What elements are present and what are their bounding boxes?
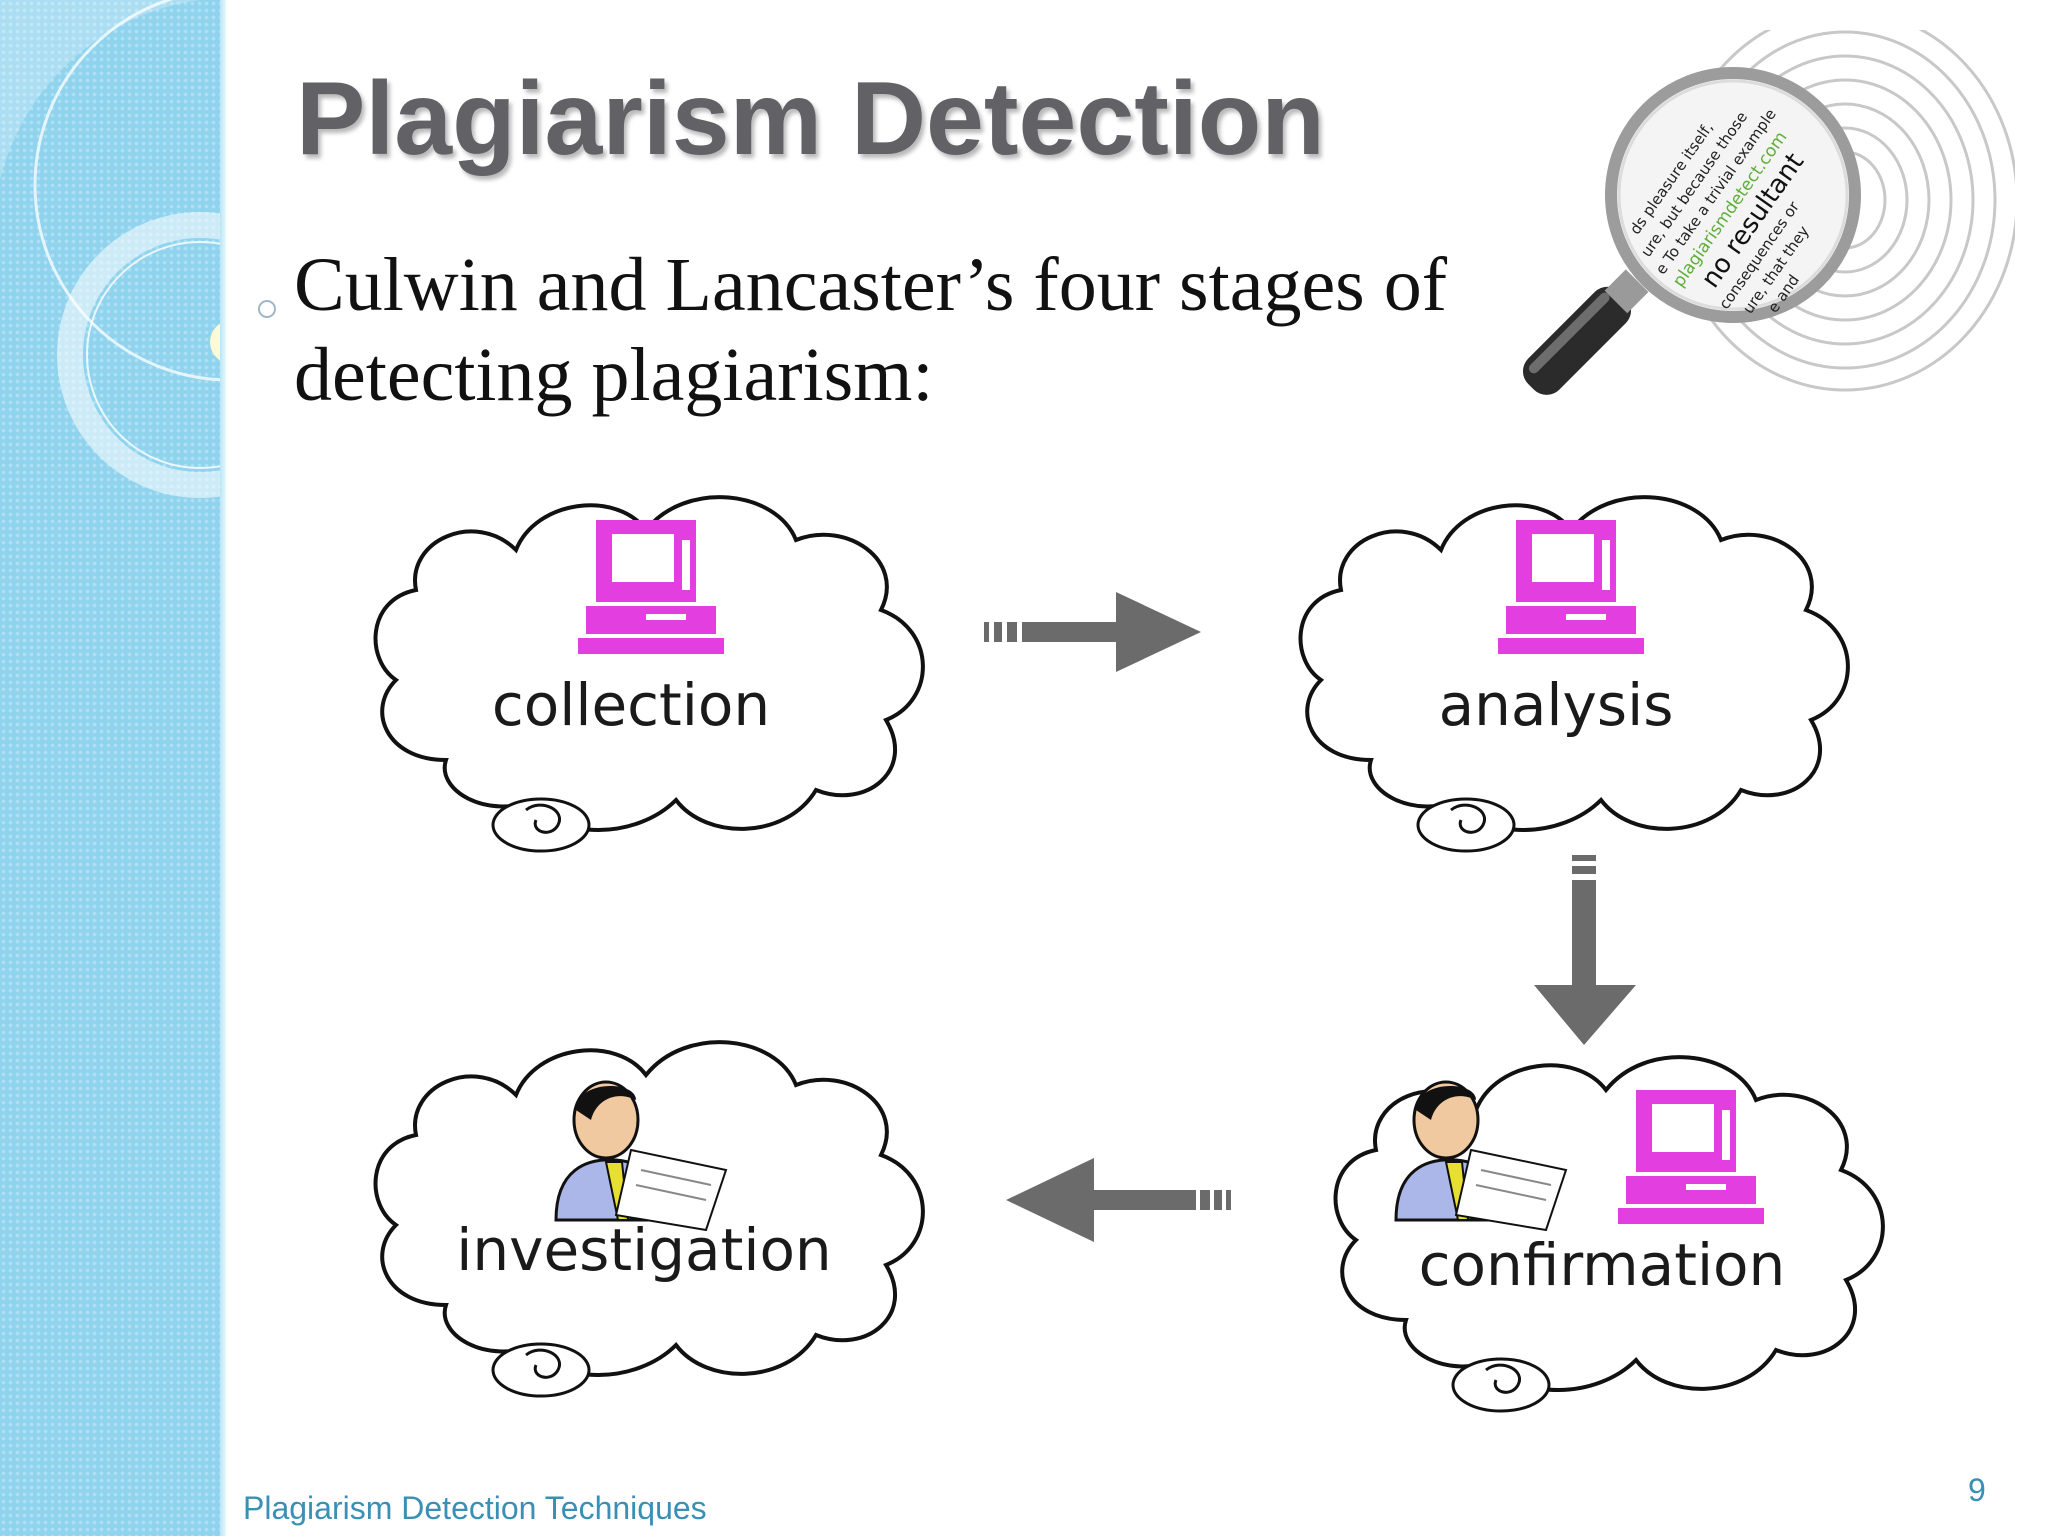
- stage-label-confirmation: confirmation: [1419, 1231, 1786, 1299]
- bullet-icon: [258, 300, 276, 318]
- arrow-right-icon: [984, 592, 1201, 672]
- footer-text: Plagiarism Detection Techniques: [243, 1490, 707, 1526]
- sidebar-circles: [0, 0, 226, 498]
- stage-investigation: investigation: [373, 1040, 925, 1398]
- page-number: 9: [1968, 1472, 1986, 1508]
- magnifier-fingerprint-icon: ds pleasure itself, ure, but because tho…: [1522, 30, 2015, 395]
- stage-label-analysis: analysis: [1439, 671, 1674, 739]
- stage-confirmation: confirmation: [1333, 1055, 1885, 1413]
- magnifier-handle: [1522, 269, 1649, 395]
- sidebar-edge: [220, 0, 226, 1536]
- stage-label-collection: collection: [492, 671, 770, 739]
- stage-collection: collection: [373, 495, 925, 853]
- decorative-sidebar: [0, 0, 226, 1536]
- arrow-left-icon: [1006, 1158, 1231, 1242]
- slide-title: Plagiarism Detection: [296, 61, 1325, 177]
- stage-label-investigation: investigation: [456, 1216, 831, 1284]
- four-stage-diagram: collection analysis investigation confir…: [373, 495, 1885, 1413]
- intro-text: Culwin and Lancaster’s four stages of de…: [294, 243, 1448, 417]
- stage-analysis: analysis: [1298, 495, 1850, 853]
- arrow-down-icon: [1534, 855, 1636, 1045]
